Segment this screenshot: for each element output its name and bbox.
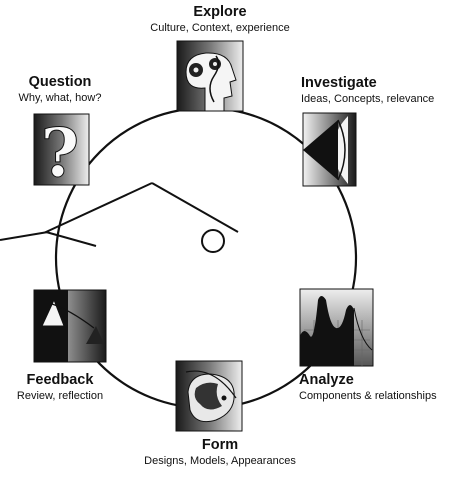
question-tile: ? <box>33 113 90 193</box>
cycle-pointer <box>0 182 239 253</box>
stage-label-question: Question Why, what, how? <box>0 74 120 105</box>
stage-title: Question <box>28 74 92 90</box>
stage-title: Form <box>201 437 239 453</box>
stage-subtitle: Review, reflection <box>16 390 104 402</box>
explore-tile <box>176 40 244 112</box>
stage-subtitle: Culture, Context, experience <box>150 22 290 34</box>
investigate-tile <box>302 112 357 187</box>
stage-label-form: Form Designs, Models, Appearances <box>100 437 340 468</box>
stage-label-analyze: Analyze Components & relationships <box>299 372 437 403</box>
question-mark-icon: ? <box>41 114 80 192</box>
stage-title: Investigate <box>301 75 377 91</box>
stage-label-investigate: Investigate Ideas, Concepts, relevance <box>301 75 434 106</box>
stage-title: Explore <box>193 4 247 20</box>
stage-label-feedback: Feedback Review, reflection <box>0 372 120 403</box>
analyze-tile <box>299 288 374 367</box>
stage-subtitle: Designs, Models, Appearances <box>144 455 296 467</box>
stage-label-explore: Explore Culture, Context, experience <box>110 4 330 35</box>
stage-title: Feedback <box>26 372 94 388</box>
stage-subtitle: Ideas, Concepts, relevance <box>301 93 435 105</box>
stage-subtitle: Components & relationships <box>299 390 437 402</box>
stage-subtitle: Why, what, how? <box>18 92 102 104</box>
form-tile <box>175 360 243 432</box>
stage-title: Analyze <box>299 372 354 388</box>
feedback-tile <box>33 289 107 363</box>
